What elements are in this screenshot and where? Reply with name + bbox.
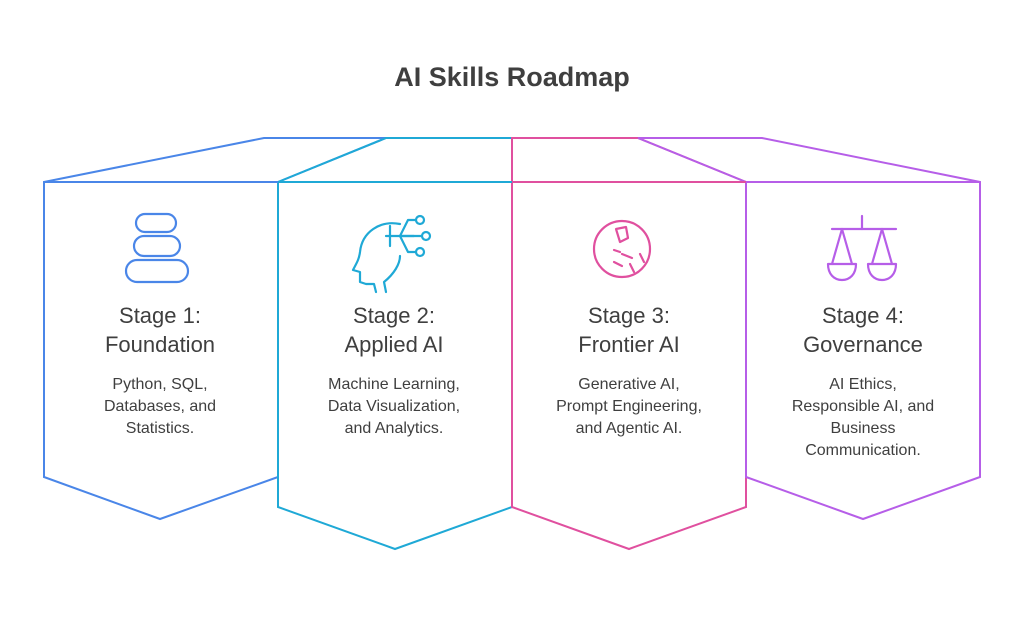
- stage-4-desc-line: Business: [831, 420, 896, 437]
- stage-4-outline: [637, 137, 981, 521]
- stage-1-outline: [43, 137, 387, 521]
- stage-2-text: Stage 2: Applied AI Machine Learning, Da…: [328, 303, 460, 437]
- stage-4-text: Stage 4: Governance AI Ethics, Responsib…: [792, 303, 934, 459]
- stage-1-name: Foundation: [105, 332, 215, 357]
- stage-2-desc-line: Machine Learning,: [328, 376, 460, 393]
- stage-1-text: Stage 1: Foundation Python, SQL, Databas…: [104, 303, 216, 437]
- stage-4-label: Stage 4:: [822, 303, 904, 328]
- stage-1-desc-line: Statistics.: [126, 420, 194, 437]
- stage-2-desc-line: and Analytics.: [345, 420, 444, 437]
- stage-1-desc-line: Python, SQL,: [112, 376, 207, 393]
- balance-scale-icon: [826, 214, 898, 282]
- stage-3-desc-line: and Agentic AI.: [576, 420, 683, 437]
- stage-2-name: Applied AI: [344, 332, 443, 357]
- stage-4-panel: [637, 137, 981, 521]
- breaking-shield-icon: [592, 219, 652, 279]
- stage-2-label: Stage 2:: [353, 303, 435, 328]
- stage-3-name: Frontier AI: [578, 332, 679, 357]
- stacked-stones-icon: [124, 212, 190, 284]
- stage-2-desc-line: Data Visualization,: [328, 398, 460, 415]
- stage-4-desc-line: AI Ethics,: [829, 376, 897, 393]
- stage-3-desc-line: Prompt Engineering,: [556, 398, 702, 415]
- stage-4-desc-line: Communication.: [805, 442, 921, 459]
- ai-head-circuit-icon: [351, 214, 432, 294]
- stage-3-desc-line: Generative AI,: [578, 376, 679, 393]
- stage-4-name: Governance: [803, 332, 923, 357]
- stage-1-desc-line: Databases, and: [104, 398, 216, 415]
- stage-4-desc-line: Responsible AI, and: [792, 398, 934, 415]
- stage-1-label: Stage 1:: [119, 303, 201, 328]
- stage-3-text: Stage 3: Frontier AI Generative AI, Prom…: [556, 303, 702, 437]
- diagram-title: AI Skills Roadmap: [394, 62, 630, 92]
- stage-1-panel: [43, 137, 387, 521]
- stage-3-label: Stage 3:: [588, 303, 670, 328]
